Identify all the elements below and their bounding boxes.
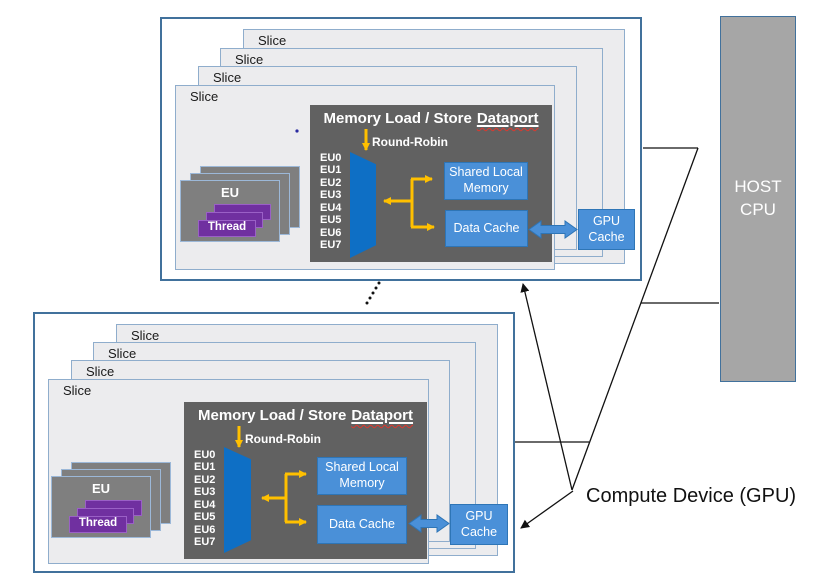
- shared-local-memory-box: Shared Local Memory: [317, 457, 407, 495]
- eu-port-label: EU0: [194, 449, 216, 461]
- shared-local-memory-box: Shared Local Memory: [444, 162, 528, 200]
- round-robin-mux-trapezoid: [350, 152, 376, 258]
- dataport-title-underlined: Dataport: [476, 110, 539, 127]
- round-robin-label: Round-Robin: [245, 432, 321, 446]
- eu-port-list: EU0 EU1 EU2 EU3 EU4 EU5 EU6 EU7: [320, 152, 341, 252]
- eu-port-label: EU0: [320, 152, 342, 164]
- thread-box-front: Thread: [198, 220, 256, 237]
- eu-port-label: EU6: [320, 226, 342, 239]
- slice-group-bottom: Slice Slice Slice Slice EU Thread Memory…: [33, 312, 515, 573]
- eu-port-label: EU2: [320, 176, 342, 189]
- eu-port-label: EU3: [320, 189, 342, 202]
- eu-port-label: EU1: [194, 461, 216, 474]
- data-cache-box: Data Cache: [445, 210, 528, 247]
- slice-label: Slice: [213, 70, 242, 85]
- slice-label: Slice: [86, 364, 115, 379]
- slice-label: Slice: [190, 89, 219, 104]
- thread-label: Thread: [78, 517, 118, 529]
- eu-port-label: EU5: [320, 214, 342, 227]
- thread-box-front: Thread: [69, 516, 127, 533]
- slice-label: Slice: [63, 383, 92, 398]
- gpu-cache-box-bottom: GPU Cache: [450, 504, 508, 545]
- slice-group-top: Slice Slice Slice Slice EU Thread Memory…: [160, 17, 642, 281]
- eu-label: EU: [91, 481, 111, 496]
- gpu-cache-box-top: GPU Cache: [578, 209, 635, 250]
- compute-device-arrows: [520, 283, 574, 529]
- eu-port-label: EU3: [194, 486, 216, 499]
- eu-port-label: EU4: [194, 498, 216, 511]
- eu-port-label: EU7: [194, 536, 216, 549]
- thread-label: Thread: [207, 221, 247, 233]
- round-robin-mux-trapezoid: [224, 447, 251, 553]
- eu-label: EU: [220, 185, 240, 200]
- eu-port-label: EU4: [320, 201, 342, 214]
- slice-label: Slice: [131, 328, 160, 343]
- eu-port-label: EU1: [320, 164, 342, 177]
- compute-device-label: Compute Device (GPU): [586, 485, 797, 507]
- eu-port-label: EU2: [194, 473, 216, 486]
- eu-port-list: EU0 EU1 EU2 EU3 EU4 EU5 EU6 EU7: [194, 449, 215, 549]
- ellipsis-dots: [365, 281, 381, 305]
- host-cpu-box: HOST CPU: [720, 16, 796, 382]
- slice-label: Slice: [108, 346, 137, 361]
- slice-label: Slice: [235, 52, 264, 67]
- eu-port-label: EU5: [194, 511, 216, 524]
- slice-label: Slice: [258, 33, 287, 48]
- dataport-title-underlined: Dataport: [351, 407, 414, 424]
- round-robin-label: Round-Robin: [372, 135, 448, 149]
- data-cache-box: Data Cache: [317, 505, 407, 544]
- eu-port-label: EU7: [320, 239, 342, 252]
- eu-port-label: EU6: [194, 523, 216, 536]
